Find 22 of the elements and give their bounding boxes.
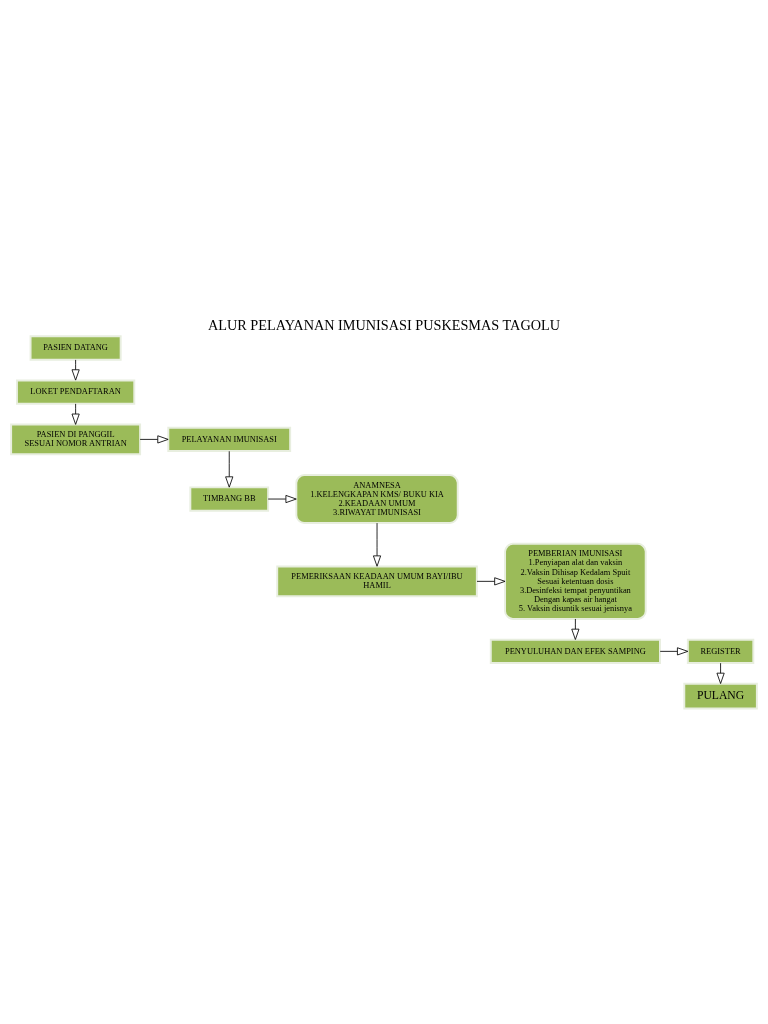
node-box: PEMERIKSAAN KEADAAN UMUM BAYI/IBU HAMIL [276, 565, 478, 598]
arrow [716, 662, 725, 684]
diagram-title: ALUR PELAYANAN IMUNISASI PUSKESMAS TAGOLU [208, 316, 560, 333]
arrow [71, 359, 80, 381]
node-box: PEMBERIAN IMUNISASI 1.Penyiapan alat dan vaksin 2.Vaksin Dihisap Kedalam Spuit Sesuai ketentuan dosis 3.Desinfeksi tempat penyuntikan Dengan kapas air hangat 5. Vaksin disuntik sesuai jenisnya [504, 542, 647, 620]
node-box: PELAYANAN IMUNISASI [167, 426, 292, 453]
node-box: ANAMNESA 1.KELENGKAPAN KMS/ BUKU KIA 2.KEADAAN UMUM 3.RIWAYAT IMUNISASI [295, 474, 459, 524]
arrow [267, 495, 297, 504]
node-box: PASIEN DATANG [29, 335, 122, 361]
arrow [571, 618, 580, 640]
node-box: LOKET PENDAFTARAN [15, 379, 136, 405]
arrow [71, 403, 80, 425]
arrow [372, 522, 382, 567]
node-box: PASIEN DI PANGGIL SESUAI NOMOR ANTRIAN [10, 423, 142, 456]
arrow [139, 435, 169, 444]
arrow [476, 577, 506, 586]
node-box: TIMBANG BB [189, 486, 270, 512]
node-box: PENYULUHAN DAN EFEK SAMPING [489, 638, 661, 664]
arrow [659, 647, 689, 656]
arrow [225, 450, 234, 488]
node-box: PULANG [683, 682, 758, 710]
node-box: REGISTER [686, 638, 755, 664]
